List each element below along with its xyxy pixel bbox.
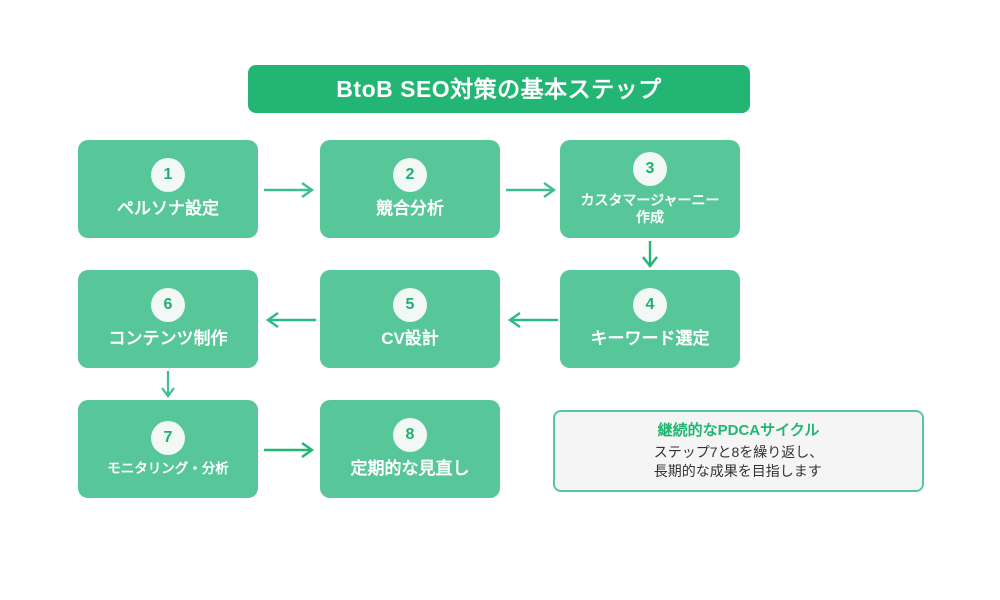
pdca-note-heading: 継続的なPDCAサイクル [657, 422, 820, 440]
step-label-4: キーワード選定 [590, 329, 710, 349]
arrow-down-icon-step6-step7 [152, 370, 184, 400]
arrow-right-icon-step1-step2 [262, 175, 320, 205]
step-box-3[interactable]: 3 カスタマージャーニー 作成 [560, 140, 740, 238]
step-box-5[interactable]: 5 CV設計 [320, 270, 500, 368]
step-box-8[interactable]: 8 定期的な見直し [320, 400, 500, 498]
step-box-7[interactable]: 7 モニタリング・分析 [78, 400, 258, 498]
step-label-1: ペルソナ設定 [117, 199, 219, 219]
step-label-8: 定期的な見直し [350, 459, 470, 479]
step-box-4[interactable]: 4 キーワード選定 [560, 270, 740, 368]
step-number-badge-8: 8 [393, 418, 427, 453]
pdca-note-box: 継続的なPDCAサイクル ステップ7と8を繰り返し、 長期的な成果を目指します [553, 410, 924, 492]
step-label-2: 競合分析 [376, 199, 444, 219]
step-number-badge-2: 2 [393, 158, 427, 193]
step-label-3: カスタマージャーニー 作成 [580, 191, 720, 226]
step-number-badge-5: 5 [393, 288, 427, 323]
step-box-6[interactable]: 6 コンテンツ制作 [78, 270, 258, 368]
page-title: BtoB SEO対策の基本ステップ [336, 75, 662, 102]
step-label-6: コンテンツ制作 [108, 329, 228, 349]
arrow-right-icon-step2-step3 [504, 175, 562, 205]
diagram-title-bar: BtoB SEO対策の基本ステップ [248, 65, 750, 113]
step-number-badge-6: 6 [151, 288, 185, 323]
step-number-badge-3: 3 [633, 151, 667, 186]
arrow-right-icon-step7-step8 [262, 435, 320, 465]
step-box-2[interactable]: 2 競合分析 [320, 140, 500, 238]
step-label-7: モニタリング・分析 [107, 460, 229, 476]
step-label-5: CV設計 [381, 329, 439, 349]
step-number-badge-1: 1 [151, 158, 185, 193]
pdca-note-body: ステップ7と8を繰り返し、 長期的な成果を目指します [653, 443, 824, 479]
arrow-left-icon-step5-step6 [262, 305, 320, 335]
step-number-badge-7: 7 [151, 420, 185, 455]
step-box-1[interactable]: 1 ペルソナ設定 [78, 140, 258, 238]
arrow-down-icon-step3-step4 [632, 240, 668, 270]
step-number-badge-4: 4 [633, 288, 667, 323]
arrow-left-icon-step4-step5 [504, 305, 562, 335]
